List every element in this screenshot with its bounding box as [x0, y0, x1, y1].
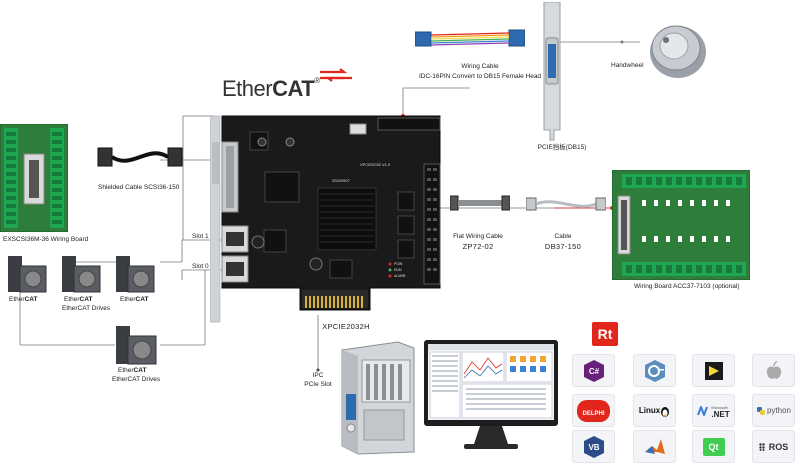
labview-icon — [704, 361, 723, 380]
csharp-icon: C# — [583, 359, 604, 382]
slot1-label: Slot 1 — [192, 233, 209, 240]
delphi-icon: DELPHI — [577, 399, 610, 422]
pcie-card-image: 20220907 XPCIE2032 V1.0 POW RUN ALM/IB — [210, 115, 441, 323]
ethercat-arrows-icon — [320, 68, 352, 82]
ros-dots-icon — [759, 442, 765, 451]
linux-tile: Linux — [633, 394, 676, 427]
drive-3-logo: EtherCAT — [120, 296, 149, 303]
flat-cable-model: ZP72-02 — [462, 242, 494, 251]
ethercat-drive-3-image — [116, 256, 155, 293]
dotnet-icon — [697, 405, 709, 416]
monitor-image — [424, 340, 558, 449]
svg-text:C#: C# — [588, 367, 599, 376]
handwheel-label: Handwheel — [611, 62, 644, 69]
svg-text:VB: VB — [588, 443, 599, 452]
drive-1-logo: EtherCAT — [9, 296, 38, 303]
shielded-cable-label: Shielded Cable SCSI36-150 — [98, 184, 180, 191]
ethercat-drive-2-image — [62, 256, 101, 293]
qt-tile: Qt — [692, 430, 735, 463]
pcie-bracket-image — [543, 2, 561, 141]
alm-led-label: ALM/IB — [394, 274, 406, 278]
drive-2-logo: EtherCAT — [64, 296, 93, 303]
cable-title: Cable — [554, 233, 572, 240]
flat-wiring-cable-image — [450, 195, 510, 211]
card-model-label: XPCIE2032H — [322, 322, 370, 331]
macos-tile — [752, 354, 795, 387]
matlab-tile — [633, 430, 676, 463]
flat-cable-title: Flat Wiring Cable — [453, 233, 503, 240]
python-icon — [756, 406, 765, 415]
vb-icon: VB — [583, 435, 604, 458]
labview-tile — [692, 354, 735, 387]
matlab-icon — [644, 438, 665, 454]
handwheel-image — [650, 25, 706, 78]
ipc-computer-image — [341, 341, 415, 455]
ethercat-drive-4-image — [116, 326, 157, 365]
apple-icon — [766, 360, 781, 379]
cpp-tile — [633, 354, 676, 387]
ethercat-logo: EtherCAT® — [222, 76, 320, 101]
slot0-label: Slot 0 — [192, 263, 209, 270]
card-silk-text: XPCIE2032 V1.0 — [360, 162, 391, 167]
drive-4-logo: EtherCAT — [118, 367, 147, 374]
ethercat-drive-1-image — [8, 256, 47, 293]
db37-cable-image — [526, 197, 606, 211]
cable-model: DB37-150 — [544, 242, 582, 251]
ipc-label: IPC — [312, 372, 324, 379]
ros-tile: ROS — [752, 430, 795, 463]
chip-date-text: 20220907 — [332, 178, 351, 183]
rt-logo: Rt — [592, 322, 618, 346]
tux-icon — [661, 406, 670, 417]
right-wiring-board-image — [612, 170, 750, 280]
right-wiring-board-label: Wiring Board ACC37-7103 (optional) — [634, 283, 740, 290]
delphi-tile: DELPHI — [572, 394, 615, 427]
csharp-tile: C# — [572, 354, 615, 387]
idc-ribbon-cable-image — [415, 29, 525, 47]
cpp-icon — [644, 359, 665, 382]
dotnet-tile: Microsoft .NET — [692, 394, 735, 427]
run-led-label: RUN — [394, 268, 402, 272]
wiring-cable-title: Wiring Cable — [461, 63, 499, 70]
qt-icon: Qt — [702, 437, 725, 456]
drives-caption-top: EtherCAT Drives — [62, 305, 111, 312]
python-tile: python — [752, 394, 795, 427]
shielded-cable-image — [97, 147, 183, 167]
pcie-slot-label: PCIe Slot — [304, 381, 332, 388]
pow-led-label: POW — [394, 262, 403, 266]
vb-tile: VB — [572, 430, 615, 463]
pcie-bracket-label: PCIE挡板(DB15) — [537, 144, 587, 151]
left-wiring-board-label: EXSCSI36M-36 Wiring Board — [3, 236, 89, 243]
wiring-cable-desc: IDC-16PIN Convert to DB15 Female Head — [418, 73, 542, 80]
left-wiring-board-image — [0, 124, 68, 232]
drives-caption-bottom: EtherCAT Drives — [112, 376, 161, 383]
